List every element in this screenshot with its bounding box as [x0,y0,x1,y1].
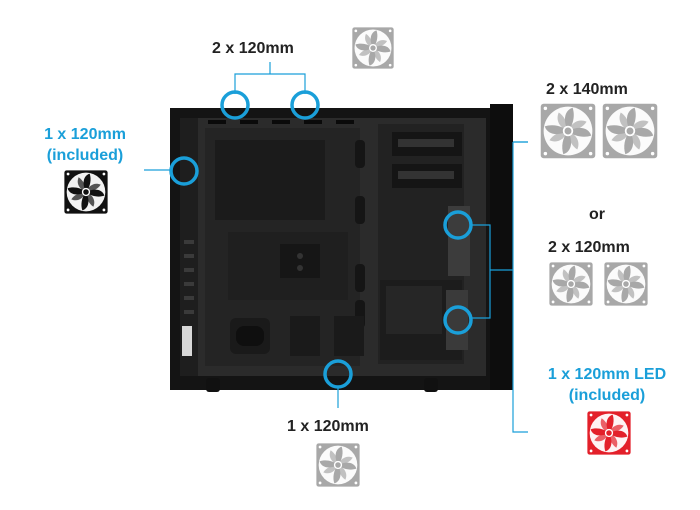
front-fan-label-140: 2 x 140mm [546,81,628,98]
fan-icon [586,410,632,456]
front-fan-label-120: 2 x 120mm [548,239,630,256]
rear-fan-label: 1 x 120mm (included) [30,124,140,166]
leader-lines [144,62,528,433]
top-fan-mount-2 [290,90,320,120]
rear-fan-label-line2: (included) [46,147,124,164]
bottom-fan-mount [323,359,353,389]
rear-fan-mount [169,156,199,186]
fan-icon [603,261,649,307]
bottom-fan-label: 1 x 120mm [287,418,369,435]
right-vertical [512,142,528,433]
top-fan-mount-1 [220,90,250,120]
front-bracket [470,224,491,319]
rear-fan-label-line1: 1 x 120mm [44,126,126,143]
fan-icon [539,102,597,160]
front-fan-mount-2 [443,305,473,335]
pc-case [170,104,513,392]
top-bracket [234,73,306,94]
or-label: or [589,206,605,223]
fan-icon [315,442,361,488]
front-fan-mount-1 [443,210,473,240]
top-fan-label: 2 x 120mm [212,40,294,57]
fan-icon [63,169,109,215]
fan-icon [548,261,594,307]
led-fan-label-line1: 1 x 120mm LED [547,366,667,383]
fan-icon [601,102,659,160]
led-fan-label: 1 x 120mm LED (included) [532,364,682,406]
fan-icon [351,26,395,70]
led-fan-label-line2: (included) [568,387,646,404]
